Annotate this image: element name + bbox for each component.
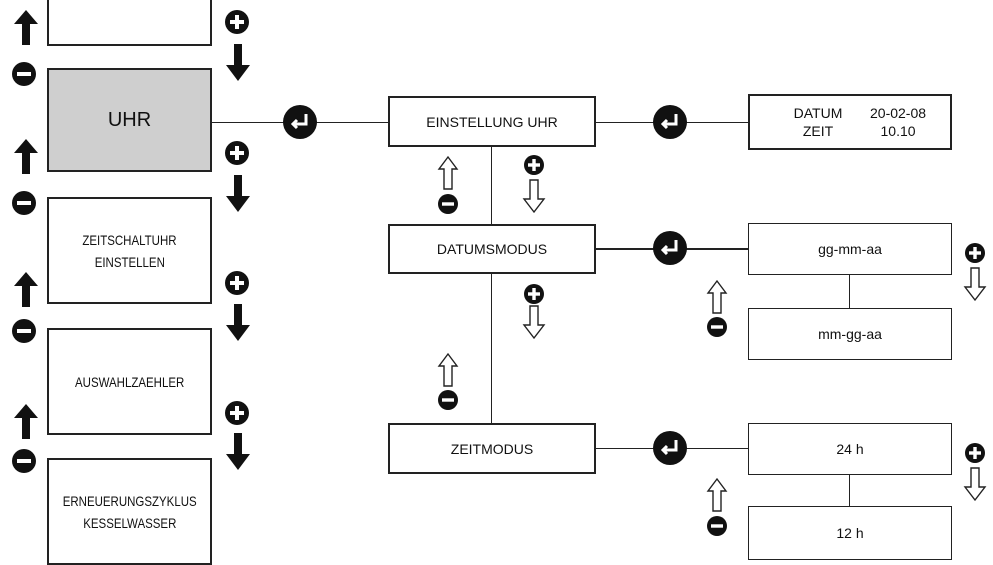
- arrow-down-icon[interactable]: [224, 303, 252, 343]
- menu-item-uhr[interactable]: UHR: [47, 68, 212, 172]
- arrow-down-icon[interactable]: [224, 43, 252, 83]
- plus-icon[interactable]: [224, 270, 250, 296]
- submenu-zeitmodus[interactable]: ZEITMODUS: [388, 423, 596, 474]
- submenu-datumsmodus[interactable]: DATUMSMODUS: [388, 224, 596, 274]
- connector-line: [491, 274, 492, 423]
- zeit-value: 10.10: [880, 123, 916, 139]
- enter-icon[interactable]: [652, 430, 688, 466]
- datum-label: DATUM: [793, 105, 843, 121]
- minus-icon[interactable]: [11, 61, 37, 87]
- arrow-down-outline-icon[interactable]: [963, 266, 987, 302]
- arrow-down-outline-icon[interactable]: [522, 178, 546, 214]
- arrow-down-outline-icon[interactable]: [963, 466, 987, 502]
- enter-icon[interactable]: [282, 104, 318, 140]
- menu-item-label: ZEITSCHALTUHR: [82, 231, 177, 248]
- menu-item-label: KESSELWASSER: [82, 514, 177, 531]
- plus-icon[interactable]: [224, 9, 250, 35]
- datum-value: 20-02-08: [870, 105, 927, 121]
- minus-icon[interactable]: [706, 515, 728, 537]
- connector-line: [849, 475, 850, 506]
- minus-icon[interactable]: [437, 389, 459, 411]
- plus-icon[interactable]: [964, 242, 986, 264]
- arrow-up-icon[interactable]: [12, 270, 40, 308]
- submenu-label: ZEITMODUS: [450, 440, 534, 457]
- arrow-up-icon[interactable]: [12, 8, 40, 46]
- option-label: gg-mm-aa: [818, 241, 882, 257]
- enter-icon[interactable]: [652, 230, 688, 266]
- menu-item-zeitschaltuhr-einstellen[interactable]: ZEITSCHALTUHR EINSTELLEN: [47, 197, 212, 304]
- menu-item-auswahlzaehler[interactable]: AUSWAHLZAEHLER: [47, 328, 212, 435]
- option-mm-gg-aa[interactable]: mm-gg-aa: [748, 308, 952, 360]
- arrow-up-outline-icon[interactable]: [706, 477, 728, 513]
- enter-icon[interactable]: [652, 104, 688, 140]
- arrow-up-outline-icon[interactable]: [437, 352, 459, 388]
- connector-line: [849, 275, 850, 308]
- minus-icon[interactable]: [11, 448, 37, 474]
- arrow-down-outline-icon[interactable]: [522, 304, 546, 340]
- submenu-einstellung-uhr[interactable]: EINSTELLUNG UHR: [388, 96, 596, 147]
- display-datum-zeit: DATUM 20-02-08 ZEIT 10.10: [748, 94, 952, 150]
- arrow-up-outline-icon[interactable]: [706, 279, 728, 315]
- option-24h[interactable]: 24 h: [748, 423, 952, 475]
- plus-icon[interactable]: [523, 154, 545, 176]
- option-12h[interactable]: 12 h: [748, 506, 952, 560]
- menu-item-label: EINSTELLEN: [94, 253, 165, 270]
- menu-item-label: AUSWAHLZAEHLER: [74, 373, 185, 390]
- option-label: 12 h: [836, 525, 864, 541]
- plus-icon[interactable]: [224, 140, 250, 166]
- minus-icon[interactable]: [437, 193, 459, 215]
- plus-icon[interactable]: [224, 400, 250, 426]
- minus-icon[interactable]: [11, 318, 37, 344]
- arrow-down-icon[interactable]: [224, 432, 252, 472]
- zeit-label: ZEIT: [802, 123, 834, 139]
- arrow-down-icon[interactable]: [224, 174, 252, 214]
- menu-item-label: UHR: [107, 109, 152, 131]
- datum-zeit-readout: DATUM 20-02-08 ZEIT 10.10: [766, 105, 926, 140]
- menu-item-erneuerungszyklus-kesselwasser[interactable]: ERNEUERUNGSZYKLUS KESSELWASSER: [47, 458, 212, 565]
- submenu-label: EINSTELLUNG UHR: [426, 113, 558, 130]
- menu-item-top-partial[interactable]: [47, 0, 212, 46]
- connector-line: [491, 147, 492, 224]
- arrow-up-outline-icon[interactable]: [437, 155, 459, 191]
- plus-icon[interactable]: [964, 442, 986, 464]
- minus-icon[interactable]: [706, 316, 728, 338]
- option-gg-mm-aa[interactable]: gg-mm-aa: [748, 223, 952, 275]
- submenu-label: DATUMSMODUS: [436, 241, 548, 257]
- plus-icon[interactable]: [523, 283, 545, 305]
- option-label: mm-gg-aa: [818, 326, 882, 342]
- arrow-up-icon[interactable]: [12, 137, 40, 175]
- arrow-up-icon[interactable]: [12, 402, 40, 440]
- option-label: 24 h: [836, 441, 864, 457]
- minus-icon[interactable]: [11, 190, 37, 216]
- menu-item-label: ERNEUERUNGSZYKLUS: [62, 492, 197, 509]
